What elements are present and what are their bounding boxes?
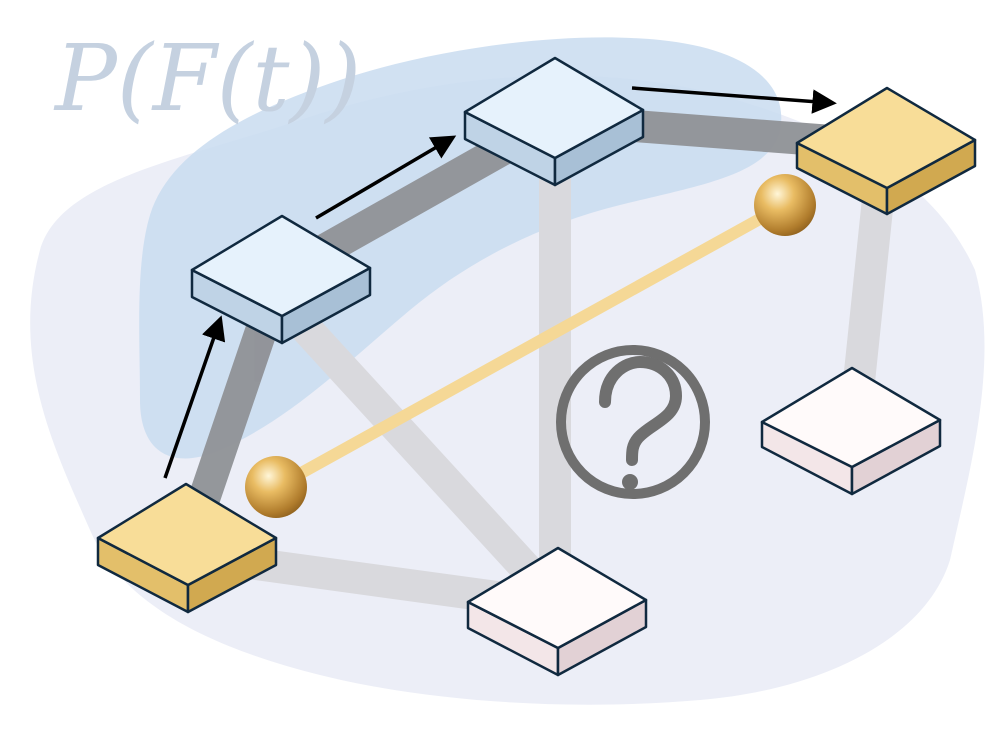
node-inactive-bottom — [466, 546, 648, 677]
query-ball-start — [245, 456, 307, 518]
query-link — [270, 199, 791, 493]
question-mark-icon — [556, 345, 710, 499]
query-ball-end — [754, 174, 816, 236]
path-arrow — [315, 135, 457, 220]
edge-inactive — [264, 284, 571, 616]
formula-label: P(F(t)) — [53, 25, 361, 132]
node-path-2 — [463, 56, 645, 187]
node-inactive-right — [760, 366, 942, 496]
node-endpoint-start — [96, 482, 278, 614]
node-endpoint-end — [795, 86, 977, 216]
path-arrow — [163, 315, 226, 479]
node-path-1 — [190, 214, 372, 345]
path-arrow — [631, 86, 837, 114]
